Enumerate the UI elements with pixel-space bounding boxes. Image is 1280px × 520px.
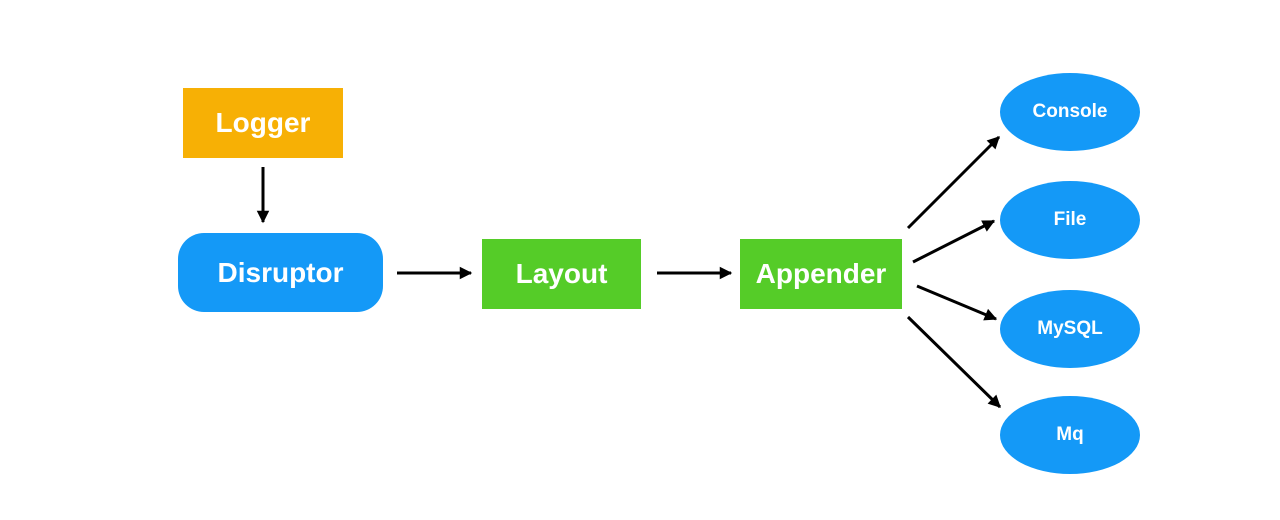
node-layout-label: Layout — [515, 258, 608, 289]
node-layout: Layout — [482, 239, 641, 309]
edge-appender-mq — [906, 315, 1002, 409]
node-logger-label: Logger — [215, 107, 311, 138]
node-appender: Appender — [740, 239, 902, 309]
edge-appender-mysql — [916, 284, 998, 321]
node-disruptor: Disruptor — [178, 233, 383, 312]
node-mysql: MySQL — [1000, 290, 1140, 368]
node-file: File — [1000, 181, 1140, 259]
node-appender-label: Appender — [755, 258, 887, 289]
node-disruptor-label: Disruptor — [217, 256, 344, 288]
node-mq-label: Mq — [1056, 424, 1084, 445]
edge-appender-file — [912, 219, 996, 264]
node-file-label: File — [1053, 209, 1087, 230]
edge-appender-console — [906, 135, 1001, 230]
node-console-label: Console — [1032, 101, 1108, 122]
node-console: Console — [1000, 73, 1140, 151]
node-logger: Logger — [183, 88, 343, 158]
node-mq: Mq — [1000, 396, 1140, 474]
node-mysql-label: MySQL — [1037, 318, 1103, 339]
